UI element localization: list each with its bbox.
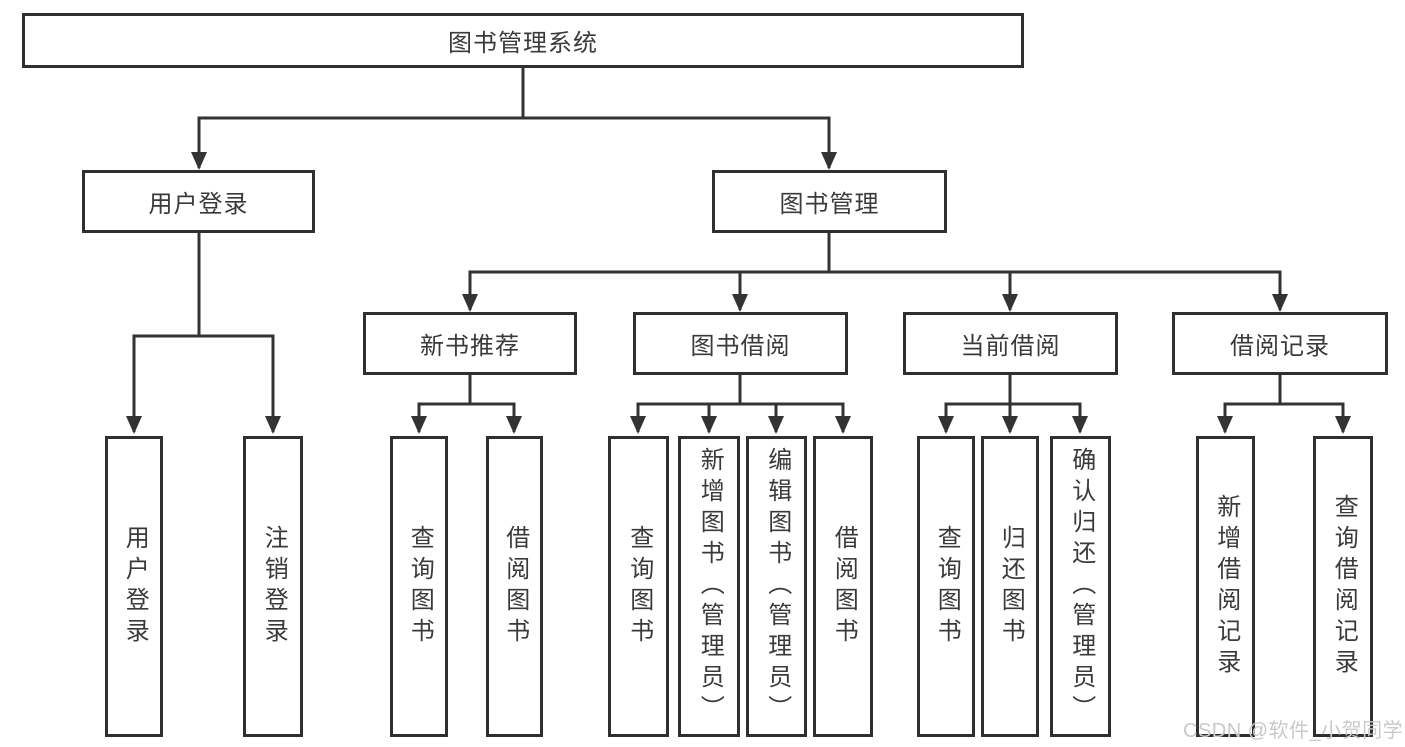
leaf-label: 注销登录 <box>260 524 288 649</box>
node-borrowing-records: 借阅记录 <box>1172 312 1388 375</box>
leaf-return-books: 归还图书 <box>981 436 1039 737</box>
leaf-label: 归还图书 <box>997 524 1025 649</box>
node-current-borrowing: 当前借阅 <box>903 312 1118 375</box>
leaf-borrow-books: 借阅图书 <box>813 436 873 737</box>
leaf-add-borrow-record: 新增借阅记录 <box>1196 436 1255 737</box>
leaf-add-book-admin: 新增图书（管理员） <box>678 436 740 737</box>
leaf-query-books: 查询图书 <box>608 436 669 737</box>
leaf-query-borrow-record: 查询借阅记录 <box>1313 436 1373 737</box>
leaf-borrow-books: 借阅图书 <box>486 436 543 737</box>
leaf-label: 确认归还（管理员） <box>1067 447 1095 726</box>
leaf-label: 查询图书 <box>625 524 653 649</box>
node-label: 当前借阅 <box>960 333 1061 360</box>
node-new-book-recommendation: 新书推荐 <box>363 312 577 375</box>
leaf-query-books: 查询图书 <box>917 436 975 737</box>
leaf-label: 编辑图书（管理员） <box>763 447 791 726</box>
node-label: 图书借阅 <box>690 333 791 360</box>
node-label: 新书推荐 <box>420 333 520 360</box>
leaf-label: 用户登录 <box>121 524 149 649</box>
node-root-system: 图书管理系统 <box>22 13 1024 68</box>
leaf-confirm-return-admin: 确认归还（管理员） <box>1050 436 1111 737</box>
leaf-label: 查询借阅记录 <box>1330 493 1358 680</box>
node-user-login: 用户登录 <box>82 170 315 233</box>
leaf-label: 新增借阅记录 <box>1212 493 1240 680</box>
leaf-label: 借阅图书 <box>830 524 858 649</box>
leaf-label: 新增图书（管理员） <box>696 447 724 726</box>
leaf-label: 查询图书 <box>406 524 434 649</box>
leaf-label: 借阅图书 <box>501 524 529 649</box>
csdn-watermark: CSDN @软件_小贺同学 <box>1183 720 1404 742</box>
leaf-logout: 注销登录 <box>243 436 303 737</box>
node-book-borrowing: 图书借阅 <box>633 312 848 375</box>
leaf-query-books: 查询图书 <box>390 436 448 737</box>
node-label: 图书管理系统 <box>448 30 598 57</box>
node-book-management: 图书管理 <box>712 170 947 233</box>
leaf-label: 查询图书 <box>933 524 961 649</box>
node-label: 图书管理 <box>779 191 880 218</box>
node-label: 借阅记录 <box>1230 333 1330 360</box>
leaf-user-login: 用户登录 <box>105 436 163 737</box>
leaf-edit-book-admin: 编辑图书（管理员） <box>746 436 807 737</box>
node-label: 用户登录 <box>148 191 249 218</box>
